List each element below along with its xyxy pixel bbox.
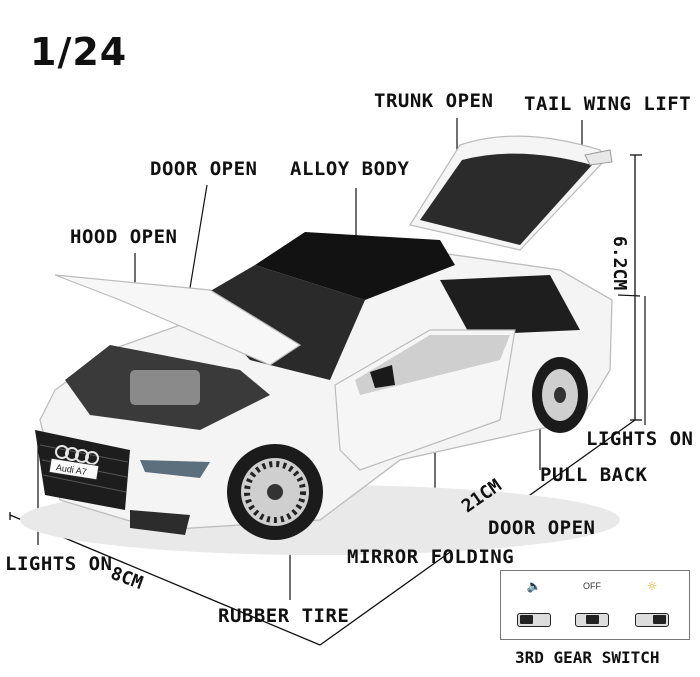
tail-wing bbox=[584, 149, 613, 166]
label-tail-wing-lift: TAIL WING LIFT bbox=[524, 93, 692, 115]
label-door-open-top: DOOR OPEN bbox=[150, 158, 258, 180]
speaker-icon: 🔈 bbox=[526, 579, 542, 593]
rear-window bbox=[440, 275, 580, 335]
label-trunk-open: TRUNK OPEN bbox=[374, 90, 494, 112]
label-lights-on-left: LIGHTS ON bbox=[5, 553, 113, 575]
label-lights-on-right: LIGHTS ON bbox=[586, 428, 694, 450]
off-label: OFF bbox=[583, 581, 601, 591]
label-mirror-folding: MIRROR FOLDING bbox=[347, 546, 515, 568]
scale-label: 1/24 bbox=[30, 30, 128, 74]
switch-sound bbox=[517, 613, 551, 627]
trunk-glass bbox=[420, 153, 592, 245]
side-mirror bbox=[370, 365, 395, 388]
front-wheel bbox=[227, 444, 323, 540]
engine-cover bbox=[130, 370, 200, 405]
bulb-icon: ☼ bbox=[646, 579, 658, 593]
label-alloy-body: ALLOY BODY bbox=[290, 158, 410, 180]
dimension-height: 6.2CM bbox=[609, 236, 630, 291]
license-plate-text: Audi A7 bbox=[55, 462, 87, 477]
hood bbox=[54, 274, 302, 366]
gear-switch-panel: 🔈 OFF ☼ bbox=[500, 570, 690, 640]
switch-light bbox=[635, 613, 669, 627]
label-rubber-tire: RUBBER TIRE bbox=[218, 605, 350, 627]
switch-off bbox=[575, 613, 609, 627]
headlight bbox=[140, 460, 210, 478]
windshield bbox=[195, 265, 365, 380]
off-option: OFF bbox=[567, 577, 617, 595]
label-hood-open: HOOD OPEN bbox=[70, 226, 178, 248]
license-plate bbox=[48, 457, 100, 481]
label-door-open-bottom: DOOR OPEN bbox=[488, 517, 596, 539]
brand-logo bbox=[55, 445, 99, 465]
car-model bbox=[20, 135, 620, 555]
label-pull-back: PULL BACK bbox=[540, 464, 648, 486]
rear-wheel bbox=[532, 357, 588, 433]
gear-switch-title: 3RD GEAR SWITCH bbox=[515, 648, 660, 667]
car-roof bbox=[255, 232, 455, 300]
